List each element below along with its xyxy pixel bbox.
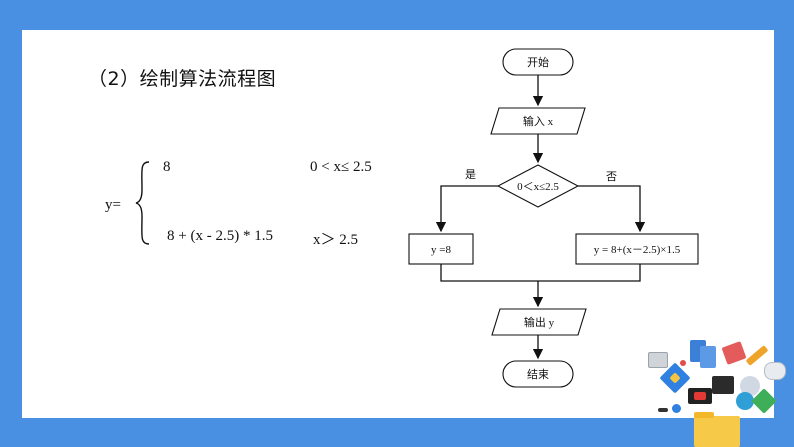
folder-icon: [694, 412, 714, 418]
no-process-label: y = 8+(x－2.5)×1.5: [594, 244, 681, 256]
output-node: 输出 y: [491, 308, 587, 336]
cd-icon: [736, 392, 754, 410]
end-label: 结束: [527, 368, 549, 381]
chat-icon: [764, 362, 786, 380]
input-node: 输入 x: [490, 107, 586, 135]
edge-no-merge: [538, 264, 641, 282]
formula-lhs: y=: [105, 197, 121, 213]
output-label: 输出 y: [524, 315, 555, 329]
folder-icon: [694, 416, 740, 447]
no-label: 否: [606, 171, 617, 183]
formula-case2-condition: x＞ 2.5: [313, 232, 359, 248]
decision-node: 0＜x≤2.5: [496, 164, 580, 208]
formula-case2-value: 8 + (x - 2.5) * 1.5: [167, 228, 273, 244]
input-label: 输入 x: [523, 114, 554, 128]
formula-case1-condition: 0 < x≤ 2.5: [310, 159, 372, 175]
yes-label: 是: [465, 168, 476, 181]
pin-icon: [680, 360, 686, 366]
start-label: 开始: [527, 55, 549, 69]
start-node: 开始: [502, 48, 574, 76]
edge-decision-yes: [435, 185, 498, 233]
pin-icon: [658, 408, 668, 412]
edge-yes-merge: [440, 264, 538, 282]
cd-icon: [672, 404, 681, 413]
video-icon: [694, 392, 706, 400]
section-heading: （2）绘制算法流程图: [88, 68, 277, 90]
edge-decision-no: [578, 185, 646, 233]
yes-process-node: y =8: [408, 233, 474, 265]
formula-brace: [135, 161, 150, 245]
no-process-node: y = 8+(x－2.5)×1.5: [575, 233, 699, 265]
cd-icon: [740, 376, 760, 396]
image-icon: [648, 352, 668, 368]
document-icon: [700, 346, 716, 368]
end-node: 结束: [502, 360, 574, 388]
code-icon: [712, 376, 734, 394]
formula-case1-value: 8: [163, 159, 171, 175]
decision-label: 0＜x≤2.5: [517, 181, 559, 193]
yes-process-label: y =8: [431, 244, 451, 256]
